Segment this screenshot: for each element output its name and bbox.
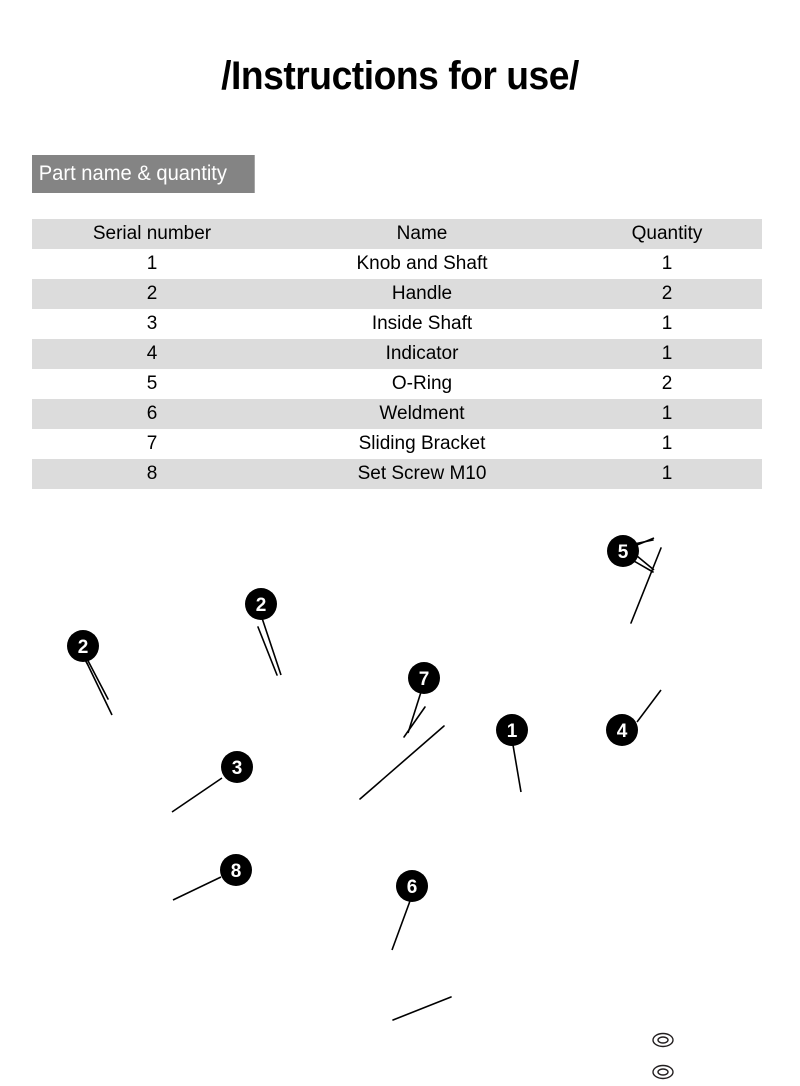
table-row: 4 Indicator 1	[32, 339, 762, 369]
cell-name: Inside Shaft	[371, 313, 473, 334]
callout-number: 8	[231, 861, 242, 882]
callout-number: 3	[232, 758, 243, 779]
cell-name: Weldment	[379, 403, 465, 424]
callout-number: 2	[78, 637, 89, 658]
callout-badge-7-sliding-bracket[interactable]: 7	[407, 662, 440, 734]
cell-serial: 5	[146, 373, 158, 394]
cell-quantity: 1	[661, 463, 673, 484]
column-header-serial: Serial number	[92, 223, 212, 244]
exploded-parts-diagram: 2 2 3 8 7 1	[0, 500, 800, 1086]
table-header-row: Serial number Name Quantity	[32, 219, 762, 249]
callout-badge-2-handle-left[interactable]: 2	[67, 630, 113, 716]
callout-badge-6-weldment[interactable]: 6	[391, 870, 428, 951]
callout-badge-2-handle-right[interactable]: 2	[245, 588, 282, 676]
table-row: 3 Inside Shaft 1	[32, 309, 762, 339]
table-row: 5 O-Ring 2	[32, 369, 762, 399]
page-title: /Instructions for use/	[221, 54, 579, 98]
cell-name: Sliding Bracket	[358, 433, 486, 454]
callout-number: 7	[419, 669, 430, 690]
callout-badge-3-inside-shaft[interactable]: 3	[171, 751, 253, 813]
cell-serial: 4	[146, 343, 158, 364]
callout-leader-lines	[84, 539, 662, 1021]
section-banner-part-name-quantity: Part name & quantity	[32, 155, 255, 193]
cell-quantity: 2	[661, 373, 673, 394]
callout-number: 1	[507, 721, 518, 742]
part-o-ring	[652, 1032, 674, 1080]
callout-badges: 2 2 3 8 7 1	[67, 535, 662, 951]
cell-name: Knob and Shaft	[356, 253, 488, 274]
cell-quantity: 1	[661, 253, 673, 274]
callout-number: 4	[617, 721, 628, 742]
column-header-quantity: Quantity	[631, 223, 703, 244]
callout-number: 6	[407, 877, 418, 898]
cell-serial: 2	[146, 283, 158, 304]
cell-quantity: 1	[661, 433, 673, 454]
callout-badge-8-set-screw[interactable]: 8	[172, 854, 252, 901]
cell-quantity: 1	[661, 313, 673, 334]
cell-serial: 3	[146, 313, 158, 334]
cell-serial: 1	[146, 253, 158, 274]
table-row: 8 Set Screw M10 1	[32, 459, 762, 489]
cell-serial: 6	[146, 403, 158, 424]
parts-table: Serial number Name Quantity 1 Knob and S…	[32, 219, 762, 489]
callout-badge-1-knob-and-shaft[interactable]: 1	[496, 714, 528, 793]
cell-name: Set Screw M10	[357, 463, 487, 484]
callout-badge-5-o-ring[interactable]: 5	[607, 535, 655, 571]
table-row: 1 Knob and Shaft 1	[32, 249, 762, 279]
cell-serial: 7	[146, 433, 158, 454]
cell-quantity: 1	[661, 403, 673, 424]
table-row: 6 Weldment 1	[32, 399, 762, 429]
table-row: 7 Sliding Bracket 1	[32, 429, 762, 459]
cell-name: O-Ring	[391, 373, 453, 394]
cell-quantity: 2	[661, 283, 673, 304]
table-row: 2 Handle 2	[32, 279, 762, 309]
callout-number: 5	[618, 542, 629, 563]
cell-serial: 8	[146, 463, 158, 484]
callout-badge-4-indicator[interactable]: 4	[606, 689, 662, 746]
callout-number: 2	[256, 595, 267, 616]
column-header-name: Name	[396, 223, 448, 244]
cell-quantity: 1	[661, 343, 673, 364]
cell-name: Handle	[391, 283, 453, 304]
cell-name: Indicator	[385, 343, 459, 364]
